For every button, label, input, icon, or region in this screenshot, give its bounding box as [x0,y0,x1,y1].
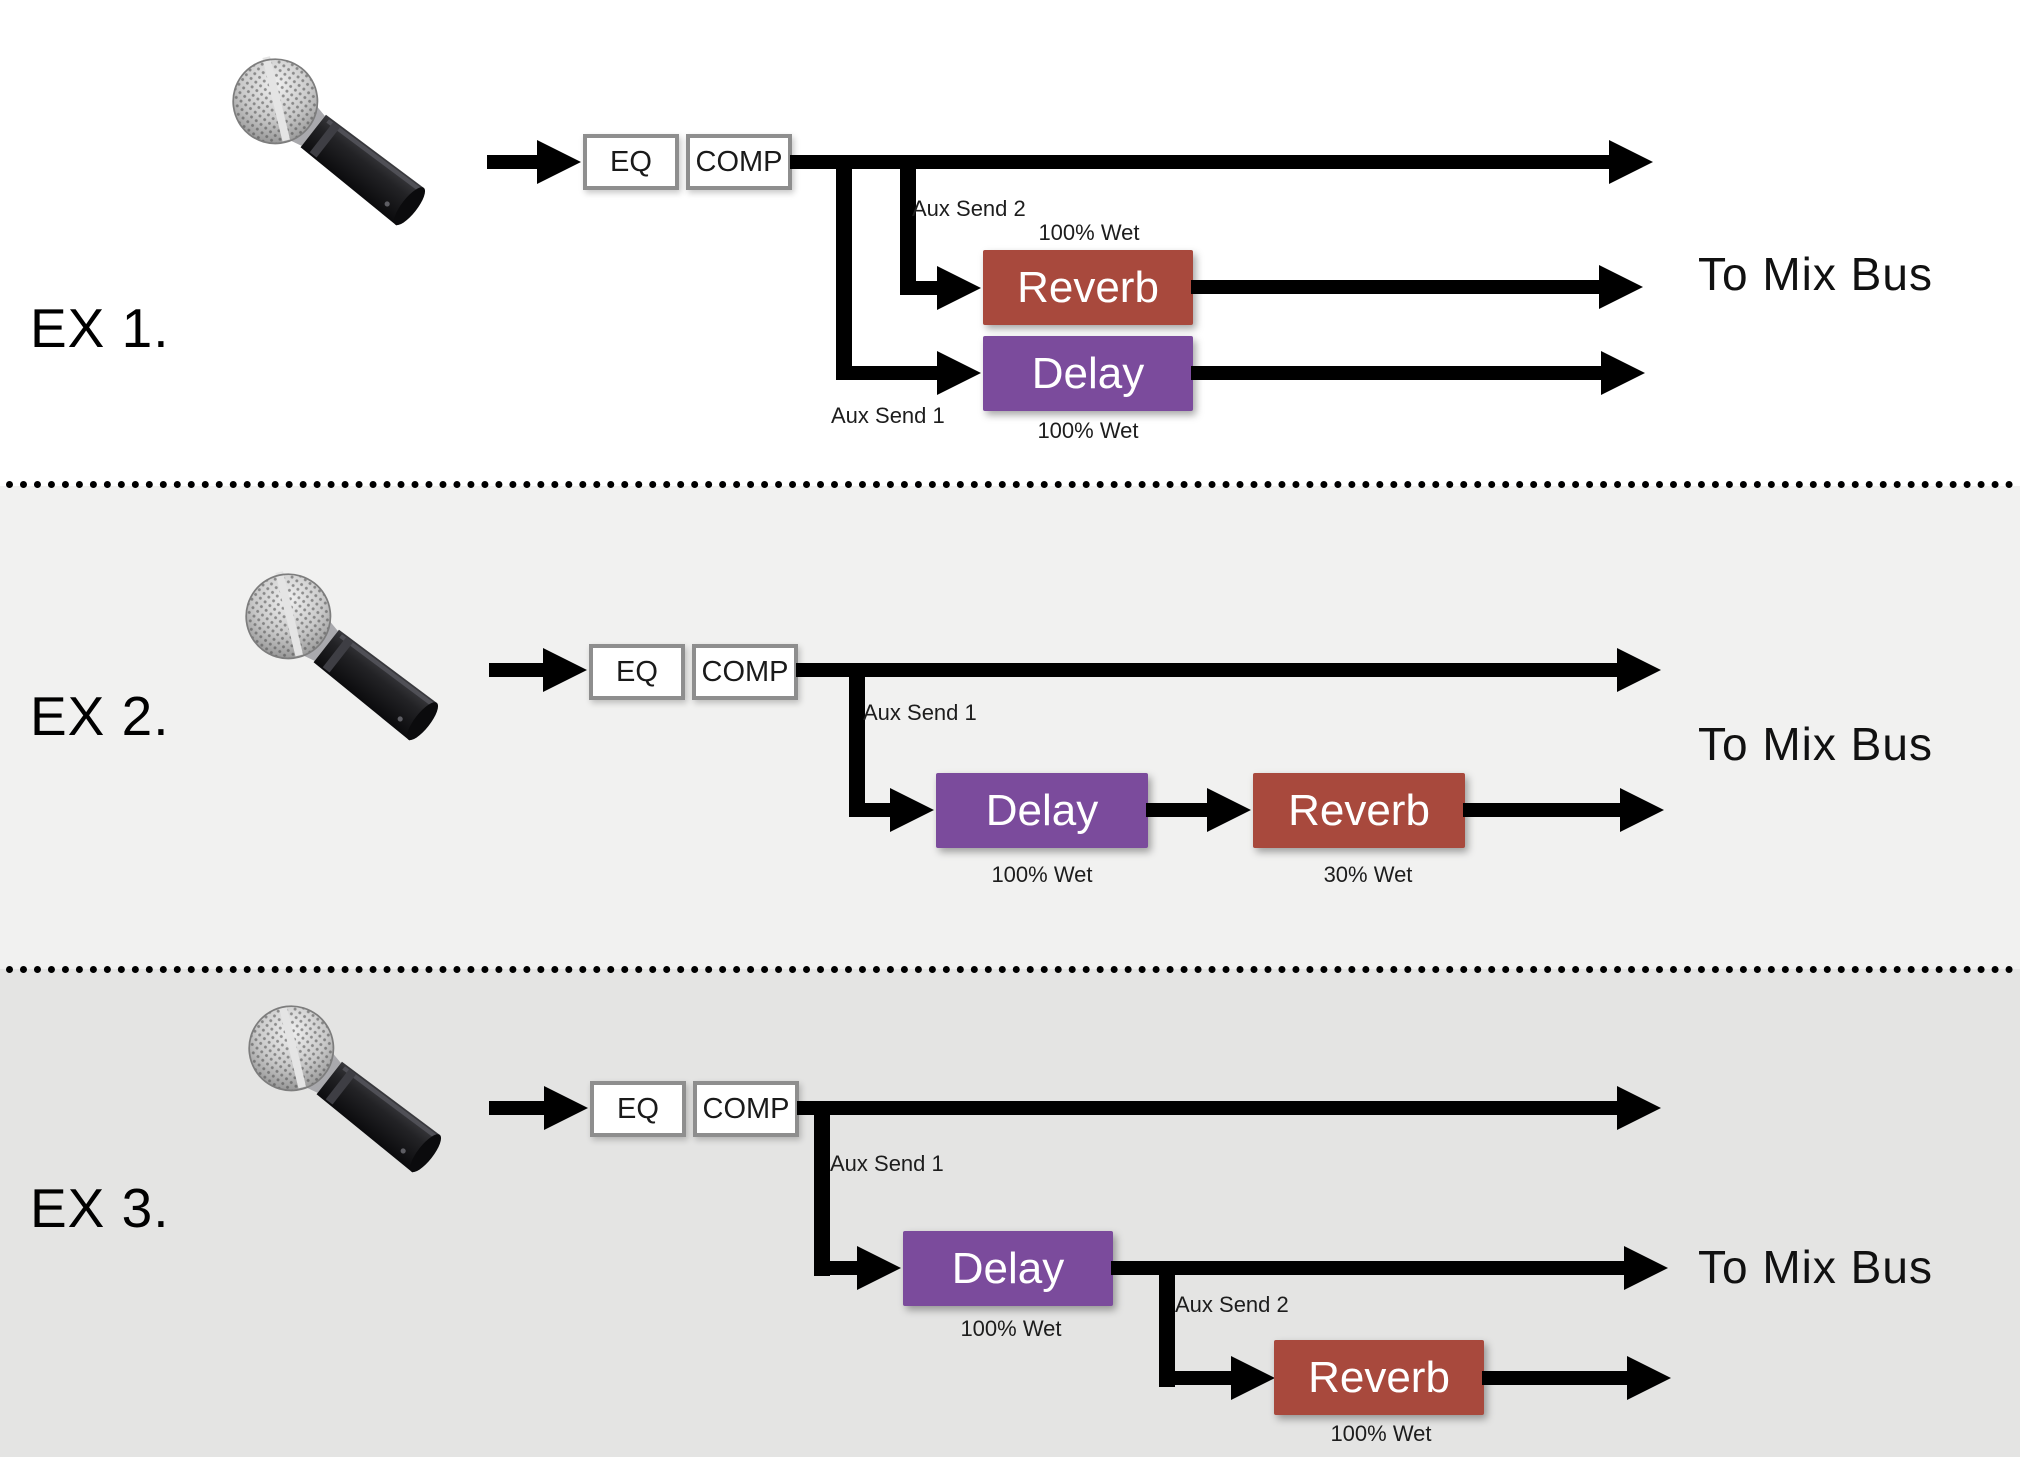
mic-to-eq-arrowhead-icon [543,648,587,692]
dotted-divider-1 [6,481,2014,488]
eq-box: EQ [583,134,679,190]
to-mix-bus-label: To Mix Bus [1698,248,1933,300]
ex1-label: EX 1. [30,297,170,359]
main-bus-line [796,663,1619,677]
delay-box: Delay [983,336,1193,411]
aux-send-2-drop-line [900,155,916,295]
microphone-icon [235,563,493,778]
eq-box: EQ [590,1081,686,1137]
delay-box: Delay [903,1231,1113,1306]
aux-send-2-feed-line [1159,1371,1235,1385]
reverb-wet-label: 30% Wet [1323,862,1413,887]
aux-send-1-label: Aux Send 1 [830,1151,944,1176]
aux-send-2-label: Aux Send 2 [912,196,1026,221]
aux-send-1-drop-line [836,155,852,380]
aux-send-2-label: Aux Send 2 [1175,1292,1289,1317]
reverb-box: Reverb [1253,773,1465,848]
main-bus-arrowhead-icon [1617,648,1661,692]
reverb-wet-label: 100% Wet [1038,220,1140,245]
mic-to-eq-line [487,155,541,169]
aux-send-2-arrowhead-icon [937,266,981,310]
delay-out-line [1191,366,1605,380]
to-mix-bus-label: To Mix Bus [1698,718,1933,770]
microphone-icon [238,995,496,1210]
to-mix-bus-label: To Mix Bus [1698,1241,1933,1293]
aux-send-1-drop-line [849,663,865,817]
aux-send-1-feed-line [836,366,941,380]
reverb-out-arrowhead-icon [1599,265,1643,309]
aux-send-1-arrowhead-icon [857,1246,901,1290]
channel-strip: EQ COMP [590,1081,799,1137]
microphone-icon [222,48,480,263]
dotted-divider-2 [6,966,2014,973]
aux-send-1-arrowhead-icon [890,788,934,832]
reverb-box: Reverb [983,250,1193,325]
ex2-background-band [0,486,2020,969]
reverb-wet-label: 100% Wet [1330,1421,1432,1446]
aux-send-2-feed-line [900,281,941,295]
comp-box: COMP [686,134,792,190]
delay-out-arrowhead-icon [1601,351,1645,395]
delay-to-reverb-line [1146,803,1209,817]
reverb-out-arrowhead-icon [1620,788,1664,832]
comp-box: COMP [693,1081,799,1137]
aux-send-1-label: Aux Send 1 [863,700,977,725]
aux-send-1-feed-line [849,803,894,817]
delay-out-arrowhead-icon [1624,1246,1668,1290]
reverb-out-arrowhead-icon [1627,1356,1671,1400]
main-bus-line [797,1101,1619,1115]
aux-send-2-arrowhead-icon [1231,1356,1275,1400]
aux-send-1-label: Aux Send 1 [831,403,945,428]
delay-wet-label: 100% Wet [1037,418,1139,443]
main-bus-arrowhead-icon [1617,1086,1661,1130]
channel-strip: EQ COMP [583,134,792,190]
eq-box: EQ [589,644,685,700]
delay-wet-label: 100% Wet [960,1316,1062,1341]
main-bus-line [790,155,1613,169]
mic-to-eq-line [489,663,547,677]
comp-box: COMP [692,644,798,700]
ex2-label: EX 2. [30,685,170,747]
reverb-out-line [1191,280,1603,294]
delay-to-reverb-arrowhead-icon [1207,788,1251,832]
reverb-box: Reverb [1274,1340,1484,1415]
mic-to-eq-arrowhead-icon [544,1086,588,1130]
channel-strip: EQ COMP [589,644,798,700]
ex3-background-band [0,969,2020,1457]
ex3-label: EX 3. [30,1177,170,1239]
reverb-out-line [1463,803,1623,817]
delay-out-line [1111,1261,1627,1275]
delay-box: Delay [936,773,1148,848]
mic-to-eq-arrowhead-icon [537,140,581,184]
main-bus-arrowhead-icon [1609,140,1653,184]
aux-send-1-arrowhead-icon [937,351,981,395]
delay-wet-label: 100% Wet [991,862,1093,887]
mic-to-eq-line [489,1101,547,1115]
aux-send-1-drop-line [814,1101,830,1276]
aux-send-2-drop-line [1159,1261,1175,1387]
reverb-out-line [1482,1371,1630,1385]
aux-send-1-feed-line [814,1261,862,1275]
